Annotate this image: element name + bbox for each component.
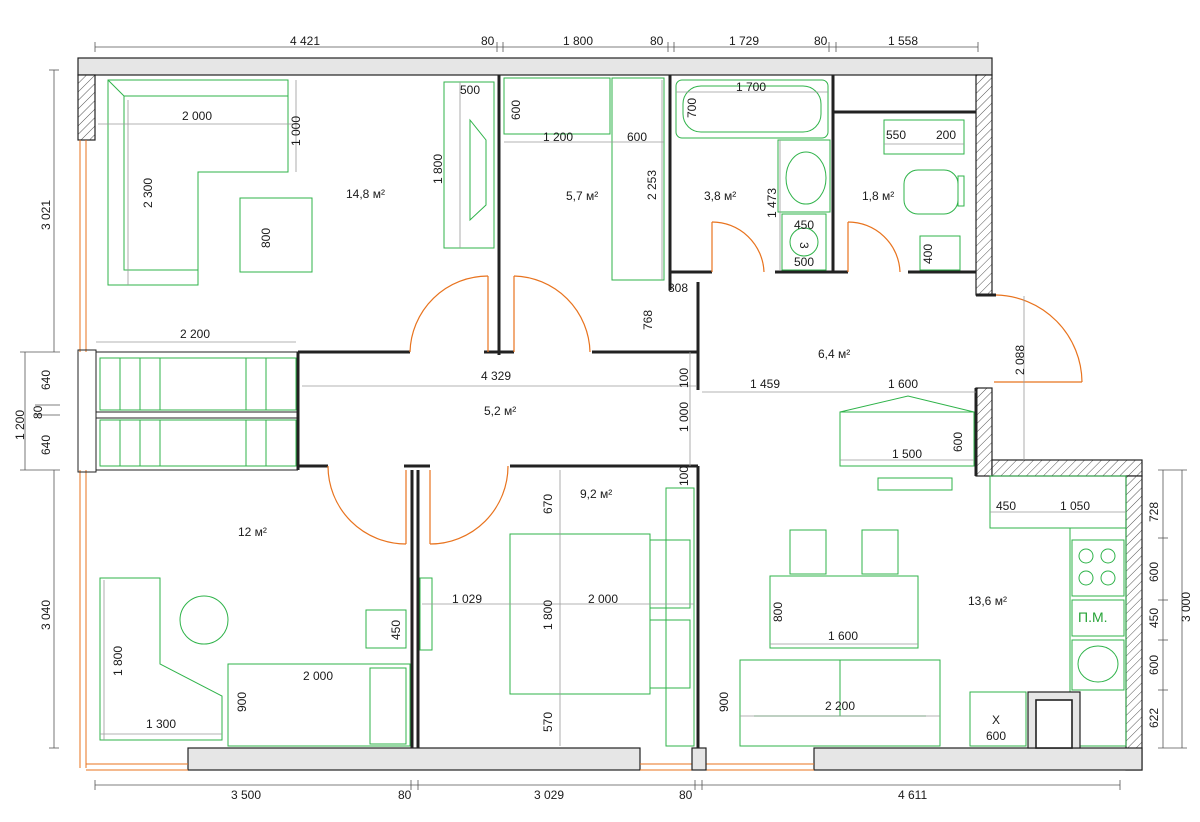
dim-hall-600: 600 xyxy=(951,432,965,452)
dim-left-3: 640 xyxy=(39,370,53,390)
outer-walls xyxy=(77,57,1143,771)
dim-st-1200: 1 200 xyxy=(543,130,573,144)
dim-bottom-2: 80 xyxy=(398,788,412,802)
dim-left-1: 3 021 xyxy=(39,200,53,230)
dim-left-6: 3 040 xyxy=(39,600,53,630)
dim-right-5: 622 xyxy=(1147,708,1161,728)
dim-left-4: 80 xyxy=(31,405,45,419)
dim-sofa-w: 2 000 xyxy=(182,109,212,123)
dim-hall-1600: 1 600 xyxy=(888,377,918,391)
dim-bedroom-w: 1 029 xyxy=(452,592,482,606)
dim-bed2-l: 2 000 xyxy=(588,592,618,606)
dim-wm: 3 xyxy=(797,242,811,249)
area-storage: 5,7 м² xyxy=(566,189,598,203)
dim-top-2: 80 xyxy=(481,34,495,48)
area-bath: 3,8 м² xyxy=(704,189,736,203)
dim-balcony: 2 200 xyxy=(180,327,210,341)
dim-hall-1500: 1 500 xyxy=(892,447,922,461)
dim-bottom-3: 3 029 xyxy=(534,788,564,802)
dim-sofa2-l: 2 200 xyxy=(825,699,855,713)
dim-kitchen-1050: 1 050 xyxy=(1060,499,1090,513)
dim-right-2: 600 xyxy=(1147,562,1161,582)
doors xyxy=(327,221,1083,545)
dim-hall-1459: 1 459 xyxy=(750,377,780,391)
dim-desk-w: 1 300 xyxy=(146,717,176,731)
dim-sofa-l: 2 300 xyxy=(141,178,155,208)
dim-bed2-w: 1 800 xyxy=(541,600,555,630)
dim-top-5: 1 729 xyxy=(729,34,759,48)
right-dimensions: 728 600 450 600 622 3 000 xyxy=(1147,469,1193,749)
dim-tub-l: 1 700 xyxy=(736,80,766,94)
kitchen-x-mark: X xyxy=(992,713,1000,727)
area-wc: 1,8 м² xyxy=(862,189,894,203)
furniture xyxy=(99,77,1127,749)
dim-hall-2088: 2 088 xyxy=(1013,345,1027,375)
dim-tub-w: 700 xyxy=(685,98,699,118)
dim-tv-w: 500 xyxy=(460,83,480,97)
dim-right-1: 728 xyxy=(1147,502,1161,522)
dim-top-1: 4 421 xyxy=(290,34,320,48)
dim-left-2: 1 200 xyxy=(13,410,27,440)
dim-top-3: 1 800 xyxy=(563,34,593,48)
dim-sofa-d: 1 000 xyxy=(289,116,303,146)
dim-bed1-w: 900 xyxy=(235,692,249,712)
dim-bottom-5: 4 611 xyxy=(898,788,927,802)
dim-bottom-4: 80 xyxy=(679,788,693,802)
dim-768: 768 xyxy=(641,310,655,330)
area-office: 12 м² xyxy=(238,525,267,539)
dim-dining-w: 800 xyxy=(771,602,785,622)
dim-corridor-1000: 1 000 xyxy=(677,402,691,432)
dim-top-4: 80 xyxy=(650,34,664,48)
dim-sofa2-w: 900 xyxy=(717,692,731,712)
dim-dining-l: 1 600 xyxy=(828,629,858,643)
dim-desk-l: 1 800 xyxy=(111,646,125,676)
area-labels: 14,8 м² 5,7 м² 3,8 м² 1,8 м² 6,4 м² 5,2 … xyxy=(238,187,1007,608)
dim-st-2253: 2 253 xyxy=(645,170,659,200)
dim-wc-200: 200 xyxy=(936,128,956,142)
dim-tv-l: 1 800 xyxy=(431,154,445,184)
dim-wc-550: 550 xyxy=(886,128,906,142)
dim-kitchen-600: 600 xyxy=(986,729,1006,743)
dim-table: 800 xyxy=(259,228,273,248)
dim-bedroom-570: 570 xyxy=(541,712,555,732)
area-living: 14,8 м² xyxy=(346,187,385,201)
area-corridor: 5,2 м² xyxy=(484,404,516,418)
dim-sink-d: 500 xyxy=(794,255,814,269)
dim-corridor-l: 4 329 xyxy=(481,369,511,383)
bottom-dimensions: 3 500 80 3 029 80 4 611 xyxy=(94,780,1121,802)
dim-308: 308 xyxy=(668,281,688,295)
area-hall: 6,4 м² xyxy=(818,347,850,361)
dim-sink-w: 450 xyxy=(794,218,814,232)
top-dimensions: 4 421 80 1 800 80 1 729 80 1 558 xyxy=(94,34,979,52)
left-dimensions: 3 021 1 200 640 80 640 3 040 xyxy=(13,69,60,749)
dimension-texts: 2 000 2 300 1 000 800 500 1 800 600 1 20… xyxy=(111,80,1108,743)
area-kitchen: 13,6 м² xyxy=(968,594,1007,608)
dim-top-7: 1 558 xyxy=(888,34,918,48)
inner-dimension-lines xyxy=(96,80,1126,746)
dim-corridor-100a: 100 xyxy=(677,368,691,388)
dim-st-600: 600 xyxy=(509,100,523,120)
dim-kitchen-450: 450 xyxy=(996,499,1016,513)
dim-right-6: 3 000 xyxy=(1179,592,1193,622)
dim-top-6: 80 xyxy=(814,34,828,48)
area-bedroom: 9,2 м² xyxy=(580,487,612,501)
dim-corridor-100b: 100 xyxy=(677,466,691,486)
dim-wc-400: 400 xyxy=(921,244,935,264)
dim-right-3: 450 xyxy=(1147,608,1161,628)
dim-st-600b: 600 xyxy=(627,130,647,144)
dim-bed1-l: 2 000 xyxy=(303,669,333,683)
dim-sink-l: 1 473 xyxy=(765,188,779,218)
dim-cabinet: 450 xyxy=(389,620,403,640)
dim-bedroom-670: 670 xyxy=(541,494,555,514)
dim-bottom-1: 3 500 xyxy=(231,788,261,802)
interior-walls xyxy=(96,75,996,748)
kitchen-pm-label: П.М. xyxy=(1078,609,1108,625)
dim-left-5: 640 xyxy=(39,435,53,455)
dim-right-4: 600 xyxy=(1147,655,1161,675)
